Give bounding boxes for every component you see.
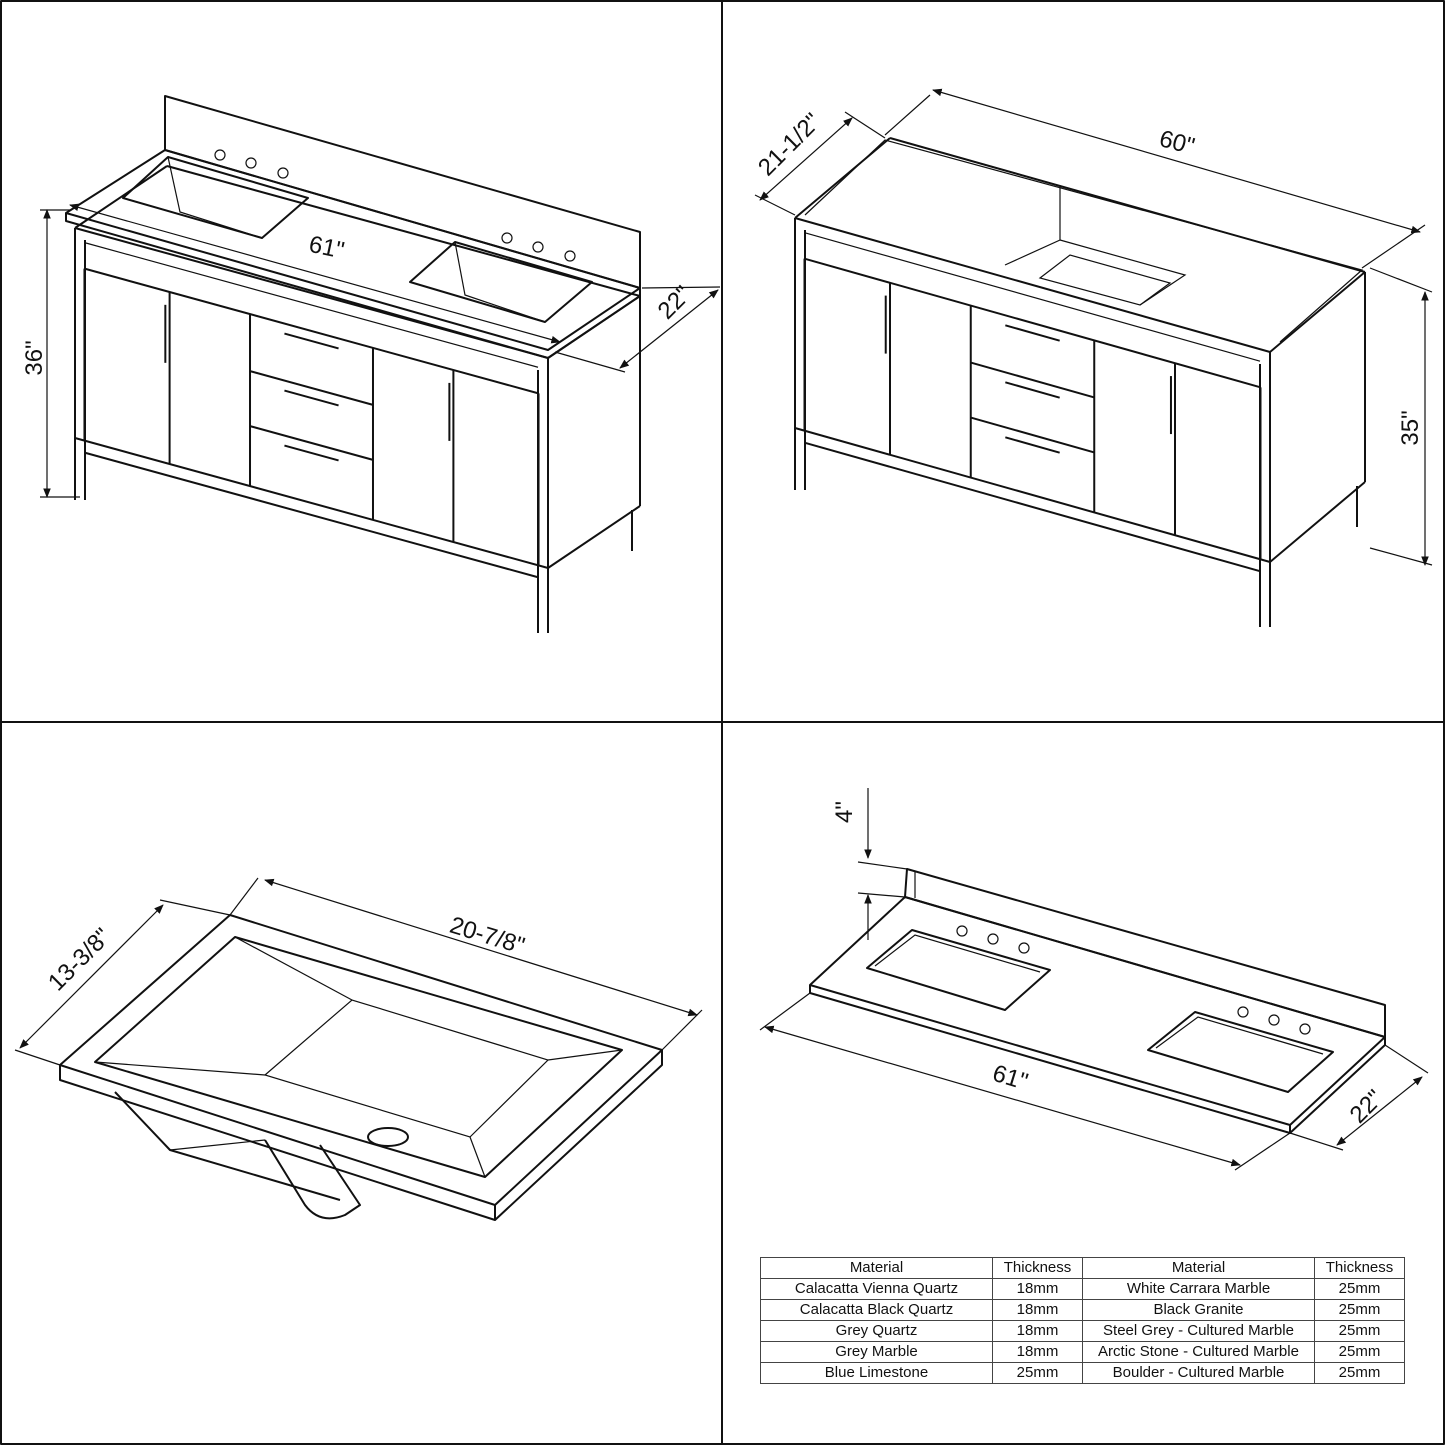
door-top <box>84 267 539 395</box>
header-material: Material <box>760 1257 993 1279</box>
backsplash <box>164 95 641 289</box>
ext <box>554 351 626 373</box>
header-thickness: Thickness <box>992 1257 1083 1279</box>
cell: Grey Marble <box>760 1341 993 1363</box>
countertop-drawing: 61" 22" 4" <box>759 788 1429 1171</box>
dim-21-5 <box>759 117 853 201</box>
sink-drawing: 20-7/8" 13-3/8" <box>14 877 703 1221</box>
side-bottom <box>1269 481 1366 563</box>
countertop-width-label: 61" <box>989 1060 1031 1096</box>
cabinet-height-label: 35" <box>1397 410 1424 445</box>
bottom-rail <box>794 427 1271 563</box>
ext <box>884 94 931 136</box>
cell: Calacatta Black Quartz <box>760 1299 993 1321</box>
backsplash-height-label: 4" <box>831 801 858 823</box>
cell: Blue Limestone <box>760 1362 993 1384</box>
cell: 18mm <box>992 1299 1083 1321</box>
vanity-height-label: 36" <box>21 340 48 375</box>
faucet-hole <box>245 157 257 169</box>
vanity-top-width-label: 61" <box>307 231 347 265</box>
bottom-rail <box>74 437 549 569</box>
sink-right-inner <box>454 241 546 323</box>
cell: White Carrara Marble <box>1082 1278 1315 1300</box>
bottom-rail-lower <box>804 441 1261 573</box>
ext <box>641 286 721 289</box>
left-side-top <box>794 137 891 219</box>
vanity-cabinet-drawing <box>754 88 1433 627</box>
sink-length-label: 20-7/8" <box>447 912 528 960</box>
cell: Black Granite <box>1082 1299 1315 1321</box>
ext <box>1361 224 1426 269</box>
countertop-depth-label: 22" <box>1345 1085 1389 1129</box>
cell: Boulder - Cultured Marble <box>1082 1362 1315 1384</box>
cabinet-depth-label: 21-1/2" <box>753 108 826 181</box>
drawer-divider <box>970 416 1095 454</box>
dim-60 <box>932 88 1421 234</box>
cell: Steel Grey - Cultured Marble <box>1082 1320 1315 1342</box>
sink-width-label: 13-3/8" <box>43 923 116 996</box>
side-bottom <box>547 505 641 569</box>
top-rail <box>84 242 539 368</box>
cell: 25mm <box>1314 1278 1405 1300</box>
ext <box>844 111 886 139</box>
dim-22 <box>619 289 719 369</box>
drawer-divider <box>249 425 374 461</box>
drawer-divider <box>970 361 1095 399</box>
faucet-hole <box>532 241 544 253</box>
ext <box>1369 547 1433 566</box>
cell: 18mm <box>992 1278 1083 1300</box>
drawer-divider <box>249 370 374 406</box>
faucet-hole <box>214 149 226 161</box>
cabinet-top-edge <box>794 217 1271 353</box>
interior-drawer-box <box>1038 254 1172 306</box>
header-material: Material <box>1082 1257 1315 1279</box>
faucet-hole <box>277 167 289 179</box>
ext <box>754 194 796 216</box>
cell: 25mm <box>1314 1341 1405 1363</box>
countertop-edge <box>65 213 641 359</box>
bottom-rail-lower <box>84 451 539 579</box>
cell: 25mm <box>992 1362 1083 1384</box>
drawer-pull <box>1005 324 1060 342</box>
cell: 25mm <box>1314 1299 1405 1321</box>
drawer-pull <box>284 444 339 462</box>
materials-table: Material Thickness Material Thickness Ca… <box>760 1257 1405 1384</box>
header-thickness: Thickness <box>1314 1257 1405 1279</box>
table-header-row: Material Thickness Material Thickness <box>760 1257 1405 1279</box>
drawer-pull <box>1005 436 1060 454</box>
faucet-hole <box>564 250 576 262</box>
sink-cutout-right <box>409 241 593 323</box>
top-rail <box>804 232 1261 362</box>
faucet-hole <box>501 232 513 244</box>
side-top <box>1269 271 1366 353</box>
drawer-pull <box>284 389 339 407</box>
cell: Arctic Stone - Cultured Marble <box>1082 1341 1315 1363</box>
dim-61 <box>69 203 561 344</box>
cell: 18mm <box>992 1341 1083 1363</box>
drawer-pull <box>1005 381 1060 399</box>
cell: Grey Quartz <box>760 1320 993 1342</box>
ext <box>1369 267 1433 293</box>
cell: 25mm <box>1314 1320 1405 1342</box>
interior-divider-right <box>1059 239 1187 306</box>
cell: 18mm <box>992 1320 1083 1342</box>
door-top <box>804 257 1261 389</box>
interior-divider-left <box>1004 185 1061 266</box>
drain <box>367 1127 409 1147</box>
vanity-with-top-drawing <box>40 95 721 633</box>
cabinet-width-label: 60" <box>1156 125 1197 160</box>
cell: 25mm <box>1314 1362 1405 1384</box>
cell: Calacatta Vienna Quartz <box>760 1278 993 1300</box>
